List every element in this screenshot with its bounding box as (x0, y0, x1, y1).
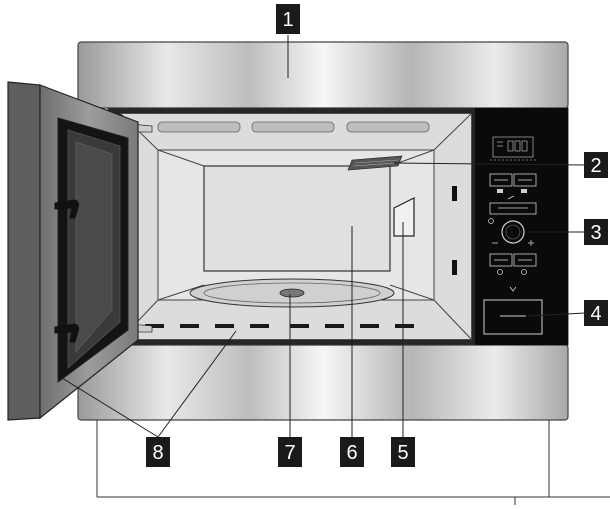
long-button (489, 195, 537, 215)
svg-text:1: 1 (282, 9, 293, 31)
svg-text:6: 6 (346, 442, 357, 464)
waveguide-cover (393, 197, 415, 237)
callout-8: 8 (146, 437, 170, 467)
control-panel-details (483, 136, 543, 335)
top-buttons (489, 173, 537, 187)
top-button-icons (497, 189, 527, 193)
top-vents (157, 121, 430, 133)
callout-3: 3 (584, 219, 608, 245)
door (7, 81, 139, 421)
side-slots (452, 186, 457, 275)
svg-text:3: 3 (590, 222, 601, 244)
leader-lines (61, 35, 586, 438)
bottom-frame (77, 344, 569, 421)
door-seal-dashes (145, 324, 414, 328)
callout-6: 6 (340, 437, 364, 467)
callout-2: 2 (584, 152, 608, 178)
top-frame (77, 41, 569, 109)
callout-7: 7 (278, 437, 302, 467)
svg-text:2: 2 (590, 155, 601, 177)
svg-text:7: 7 (284, 442, 295, 464)
svg-text:8: 8 (152, 442, 163, 464)
door-open-button (483, 299, 543, 335)
svg-text:4: 4 (590, 303, 601, 325)
turntable-hub (279, 288, 305, 298)
dial (488, 218, 534, 246)
door-latches (54, 199, 80, 343)
callout-4: 4 (584, 300, 608, 326)
bottom-buttons (489, 253, 537, 275)
svg-text:5: 5 (397, 442, 408, 464)
chevron-down-icon (509, 286, 517, 292)
grille (347, 155, 403, 171)
light-cover (203, 165, 391, 272)
mounting-lines (96, 420, 610, 505)
callout-5: 5 (391, 437, 415, 467)
callout-1: 1 (276, 4, 300, 34)
display (490, 136, 536, 161)
